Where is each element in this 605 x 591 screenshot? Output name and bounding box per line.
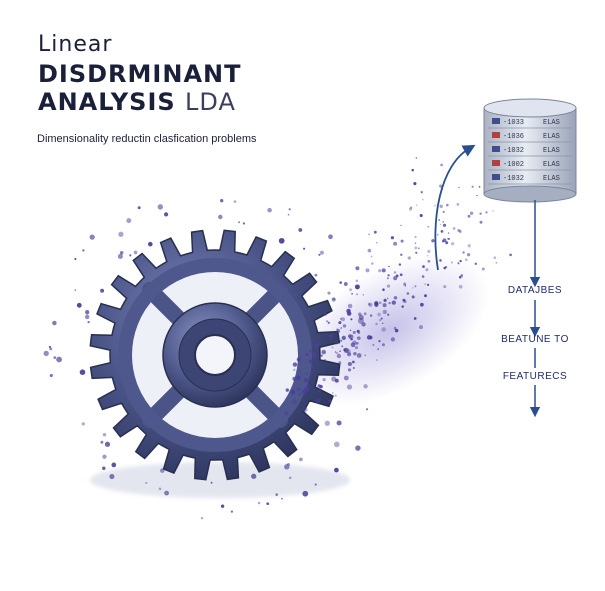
db-row-marker: [492, 160, 500, 166]
title-line-1: Linear: [38, 32, 113, 57]
db-row-id: -1002: [503, 161, 524, 169]
db-row-marker: [492, 174, 500, 180]
db-row-marker: [492, 132, 500, 138]
particle-haze: [290, 254, 490, 406]
subtitle: Dimensionality reductin clasfication pro…: [37, 133, 257, 145]
db-row-tag: ELAS: [543, 119, 560, 127]
db-row-id: -1032: [503, 147, 524, 155]
title-line-3: ANALYSIS LDA: [38, 90, 236, 114]
gear-shadow: [90, 462, 350, 498]
flow-label-data: DATAJBES: [507, 285, 563, 296]
db-row-id: -1033: [503, 119, 524, 127]
gear-icon: [89, 229, 341, 481]
db-row-marker: [492, 146, 500, 152]
db-row-id: -1036: [503, 133, 524, 141]
db-row-tag: ELAS: [543, 133, 560, 141]
db-row-marker: [492, 118, 500, 124]
particle-cloud: [43, 157, 512, 520]
db-row-id: -1032: [503, 175, 524, 183]
flow-label-features: FEATURECS: [502, 371, 568, 382]
title-lda: LDA: [185, 88, 236, 116]
title-line-2: DISDRMINANT: [38, 60, 242, 88]
title-analysis: ANALYSIS: [38, 88, 176, 116]
db-row-tag: ELAS: [543, 175, 560, 183]
flow-label-beatune: BEATUNE TO: [501, 334, 569, 345]
curved-arrow-icon: [434, 144, 476, 271]
db-row-tag: ELAS: [543, 161, 560, 169]
db-row-tag: ELAS: [543, 147, 560, 155]
